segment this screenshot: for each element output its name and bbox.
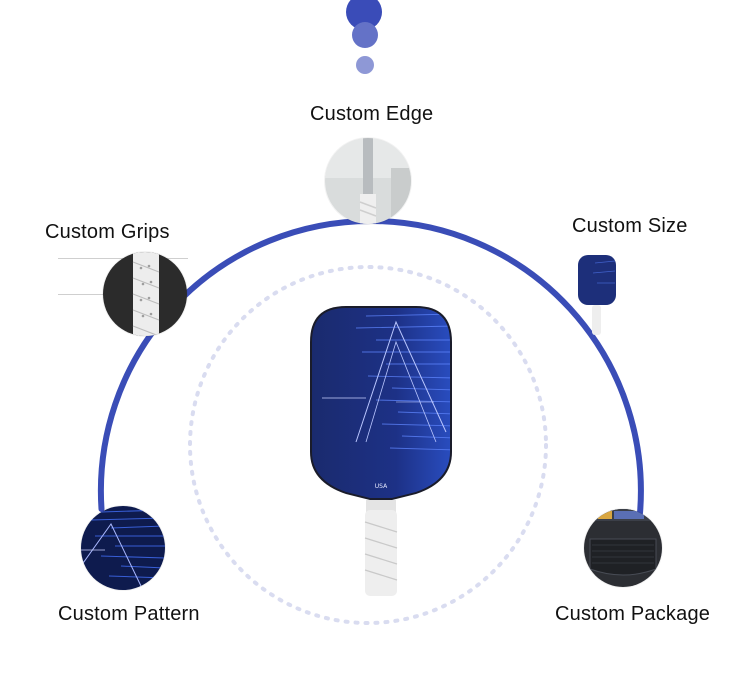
label-custom-grips: Custom Grips <box>45 221 170 243</box>
label-custom-package: Custom Package <box>555 603 711 625</box>
bag-photo-icon <box>584 509 662 587</box>
label-custom-size: Custom Size <box>572 215 688 237</box>
paddle-bag-photo[interactable] <box>584 509 662 587</box>
label-custom-edge: Custom Edge <box>310 103 434 125</box>
dotted-ring <box>188 265 548 625</box>
decor-dot-mid <box>352 22 378 48</box>
edge-photo-icon <box>325 138 411 224</box>
mini-paddle-photo[interactable] <box>575 253 619 337</box>
grip-tape-photo[interactable] <box>103 252 187 336</box>
grips-guide-line-2 <box>58 294 108 295</box>
pattern-photo-icon <box>81 506 165 590</box>
paddle-edge-photo[interactable] <box>325 138 411 224</box>
paddle-brand-text: USA <box>375 483 388 490</box>
central-paddle-image: USA <box>310 306 452 596</box>
label-custom-pattern: Custom Pattern <box>58 603 200 625</box>
grip-photo-icon <box>103 252 187 336</box>
pattern-closeup-photo[interactable] <box>81 506 165 590</box>
decor-dot-small <box>356 56 374 74</box>
